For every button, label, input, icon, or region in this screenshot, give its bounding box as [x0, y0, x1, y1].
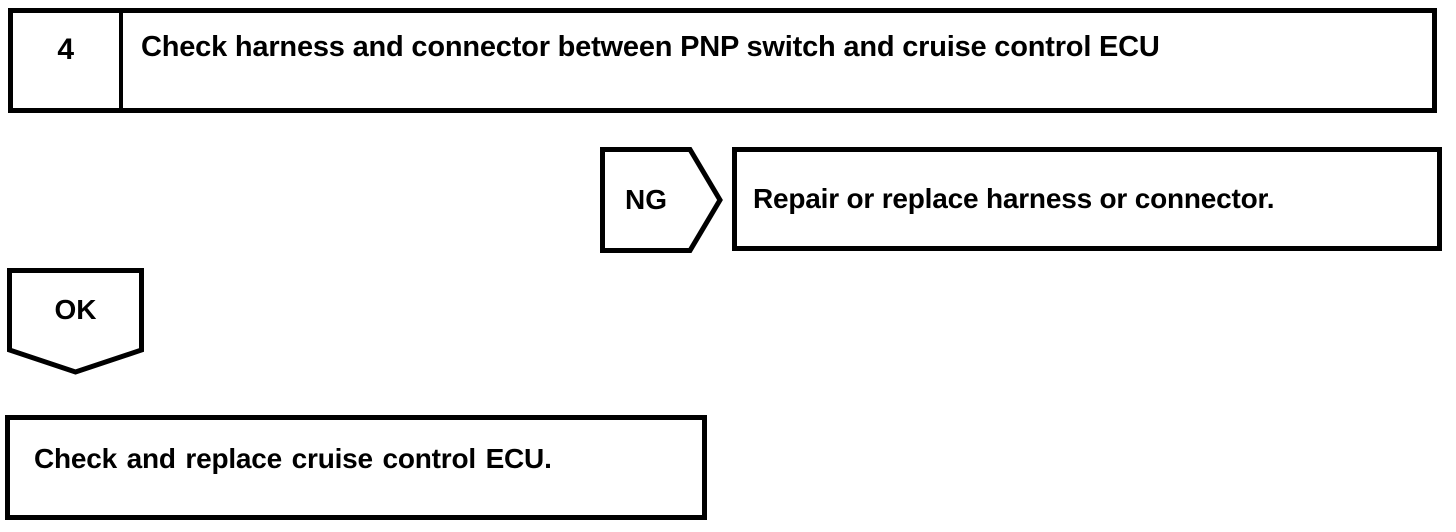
down-arrow-pentagon-icon — [7, 268, 144, 375]
ok-action-box: Check and replace cruise control ECU. — [5, 415, 707, 520]
ok-action-text: Check and replace cruise control ECU. — [34, 443, 552, 474]
step-box: 4 Check harness and connector between PN… — [8, 8, 1437, 113]
ng-action-text: Repair or replace harness or connector. — [753, 183, 1275, 214]
ng-action-box: Repair or replace harness or connector. — [732, 147, 1442, 251]
step-number: 4 — [13, 13, 123, 108]
step-instruction: Check harness and connector between PNP … — [141, 31, 1160, 63]
ng-label: NG — [625, 184, 667, 215]
ng-connector-shape: NG — [600, 147, 724, 253]
right-arrow-pentagon-icon — [600, 147, 723, 253]
ok-label: OK — [54, 294, 97, 325]
ok-connector-shape: OK — [7, 268, 144, 375]
